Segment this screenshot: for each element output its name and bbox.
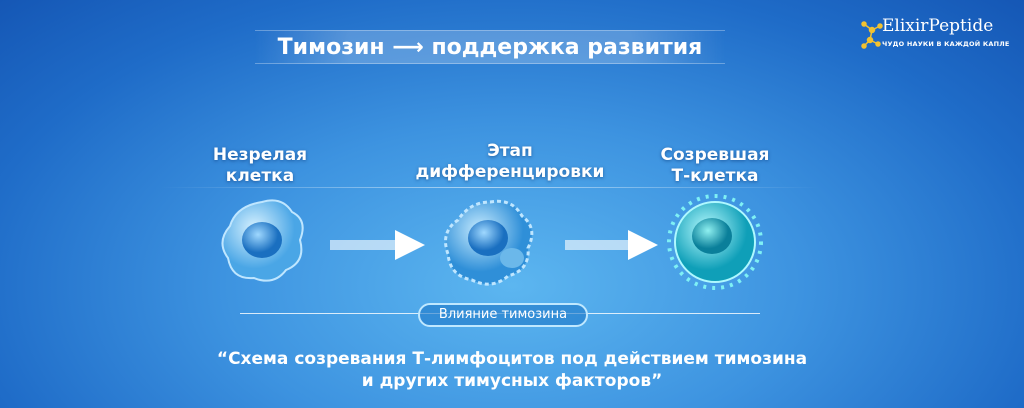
thymosin-influence-label: Влияние тимозина: [418, 303, 588, 327]
caption: “Схема созревания Т-лимфоцитов под дейст…: [0, 348, 1024, 392]
label-line: Незрелая: [212, 145, 308, 165]
caption-line-2: и других тимусных факторов”: [361, 371, 663, 391]
label-line: клетка: [225, 166, 295, 186]
label-line: Этап: [487, 141, 533, 161]
label-line: дифференцировки: [415, 162, 605, 182]
caption-line-1: “Схема созревания Т-лимфоцитов под дейст…: [216, 349, 808, 369]
label-line: Созревшая: [660, 145, 770, 165]
logo: ElixirPeptide ЧУДО НАУКИ В КАЖДОЙ КАПЛЕ: [860, 14, 1020, 58]
logo-name: ElixirPeptide: [882, 16, 994, 36]
stage-label-immature: Незрелая клетка: [185, 145, 335, 187]
differentiating-cell: [444, 199, 534, 286]
logo-tagline: ЧУДО НАУКИ В КАЖДОЙ КАПЛЕ: [882, 40, 1010, 48]
immature-cell: [221, 199, 304, 282]
arrow-right-icon: [565, 230, 658, 260]
stage-label-mature: Созревшая Т-клетка: [640, 145, 790, 187]
mature-t-cell: [667, 194, 763, 290]
diagram-title: Тимозин ⟶ поддержка развития: [255, 30, 725, 64]
cell-illustrations: [221, 194, 763, 290]
stage-label-differentiation: Этап дифференцировки: [415, 141, 605, 183]
label-line: Т-клетка: [671, 166, 759, 186]
molecule-icon: [861, 21, 883, 49]
divider: [160, 187, 820, 188]
arrow-right-icon: [330, 230, 425, 260]
